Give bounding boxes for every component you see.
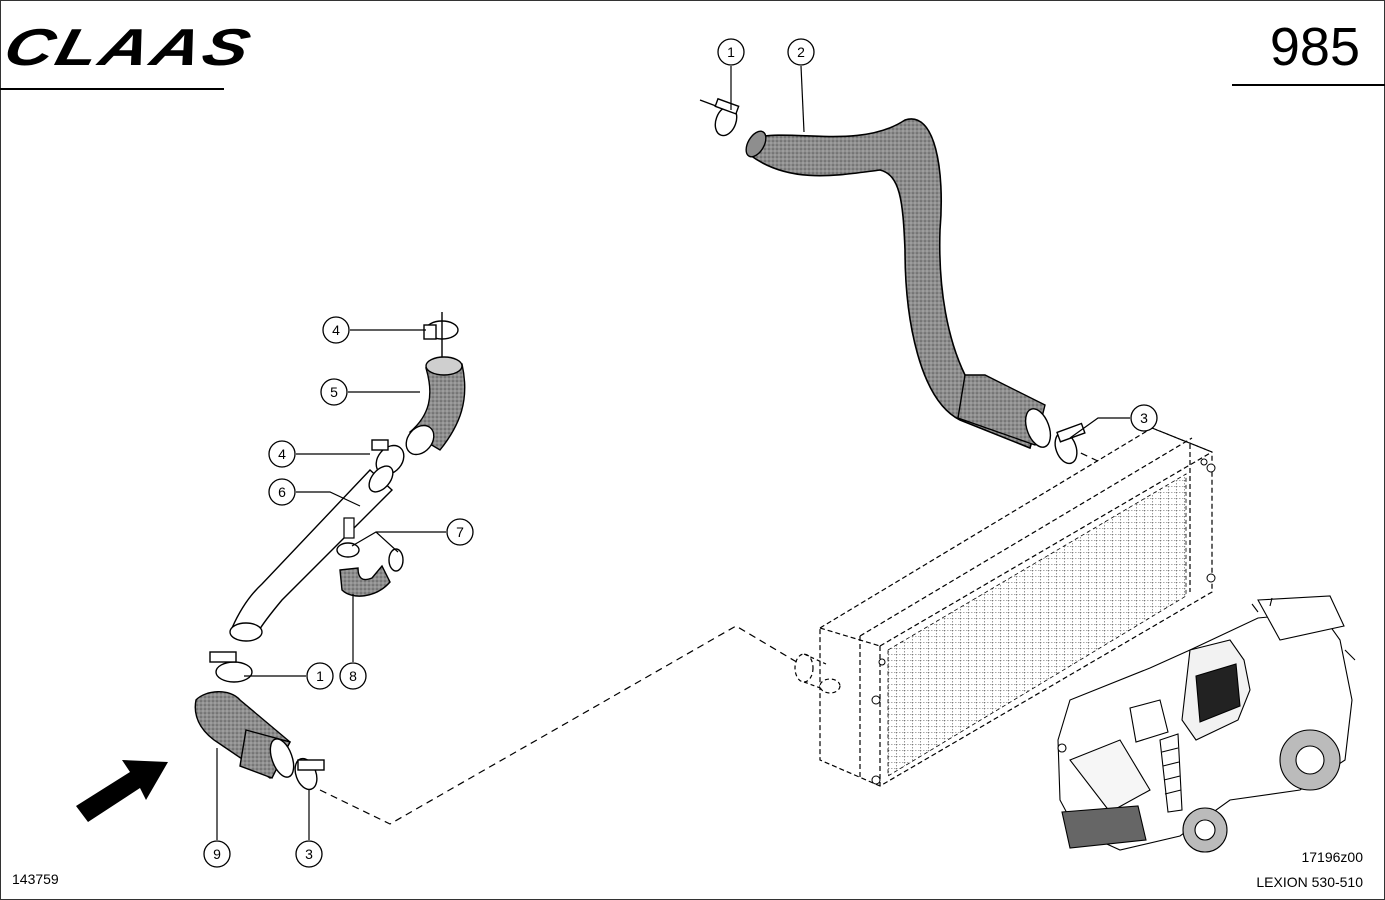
- claas-logo: CLAAS: [0, 19, 259, 77]
- model-name: LEXION 530-510: [1256, 874, 1363, 890]
- page-number: 985: [1269, 17, 1360, 77]
- figure-code: 17196z00: [1301, 849, 1363, 865]
- brand-logo-text: CLAAS: [0, 19, 259, 77]
- page-number-underline: [1232, 84, 1385, 86]
- drawing-number: 143759: [12, 871, 59, 887]
- logo-underline: [0, 88, 224, 90]
